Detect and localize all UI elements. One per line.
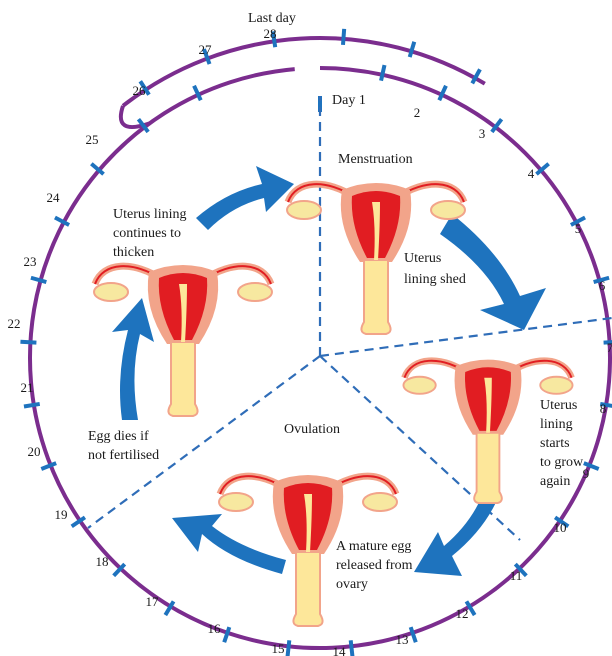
day-1-label: Day 1 <box>332 93 366 108</box>
cycle-spiral-join <box>121 106 150 127</box>
arrow-egg-dies-to-thicken <box>112 298 154 420</box>
day-number: 21 <box>21 380 34 395</box>
day-number: 19 <box>55 507 68 522</box>
day-tick <box>20 342 36 343</box>
day-number: 24 <box>47 190 61 205</box>
day-number: 16 <box>208 621 222 636</box>
day-number: 28 <box>264 26 277 41</box>
day-number: 5 <box>575 221 582 236</box>
day-number: 10 <box>554 520 567 535</box>
day-number: 15 <box>272 641 285 656</box>
arrow-growth-to-ovulation <box>414 496 498 576</box>
arrow-thicken-to-menstruation <box>196 166 294 230</box>
ovulation-label: Ovulation <box>284 422 340 437</box>
egg-released-label: A mature egg released from ovary <box>336 539 416 592</box>
menstruation-label: Menstruation <box>338 152 413 167</box>
day-number: 12 <box>456 606 469 621</box>
day-number: 11 <box>510 568 523 583</box>
day-number: 4 <box>528 166 535 181</box>
day-tick <box>24 404 40 407</box>
lining-thickens-label: Uterus lining continues to thicken <box>113 207 190 260</box>
day-number: 6 <box>599 278 606 293</box>
day-number: 3 <box>479 126 486 141</box>
uterus-illustrations <box>94 183 573 626</box>
day-number: 14 <box>333 644 347 656</box>
day-tick <box>288 640 290 656</box>
day-number: 17 <box>146 594 160 609</box>
day-tick <box>381 65 384 81</box>
day-number: 2 <box>414 105 421 120</box>
ovary-icon <box>94 283 128 301</box>
day-number: 22 <box>8 316 21 331</box>
day-number: 25 <box>86 132 99 147</box>
day-tick <box>224 627 229 642</box>
day-number: 27 <box>199 42 213 57</box>
ovary-icon <box>238 283 272 301</box>
egg-dies-label: Egg dies if not fertilised <box>88 429 159 463</box>
last-day-label: Last day <box>248 11 296 26</box>
day-number: 20 <box>28 444 41 459</box>
day-tick <box>410 42 415 57</box>
day-number: 7 <box>607 340 612 355</box>
ovary-icon <box>219 493 253 511</box>
ovary-icon <box>363 493 397 511</box>
ovary-icon <box>403 377 435 394</box>
day-number: 26 <box>133 83 147 98</box>
arrow-ovulation-to-egg-dies <box>172 514 286 574</box>
day-tick <box>31 278 46 282</box>
day-number: 13 <box>396 632 409 647</box>
ovary-icon <box>431 201 465 219</box>
day-tick <box>351 640 353 656</box>
lining-shed-label: Uterus lining shed <box>404 251 466 287</box>
day-number: 23 <box>24 254 37 269</box>
day-tick <box>41 463 56 469</box>
ovary-icon <box>540 377 572 394</box>
day-number: 18 <box>96 554 109 569</box>
day-tick <box>343 29 344 45</box>
day-number: 8 <box>600 401 607 416</box>
lining-grows-label: Uterus lining starts to grow again <box>540 398 587 489</box>
ovary-icon <box>287 201 321 219</box>
day-tick <box>411 627 416 642</box>
cycle-spiral-arc <box>123 38 485 106</box>
